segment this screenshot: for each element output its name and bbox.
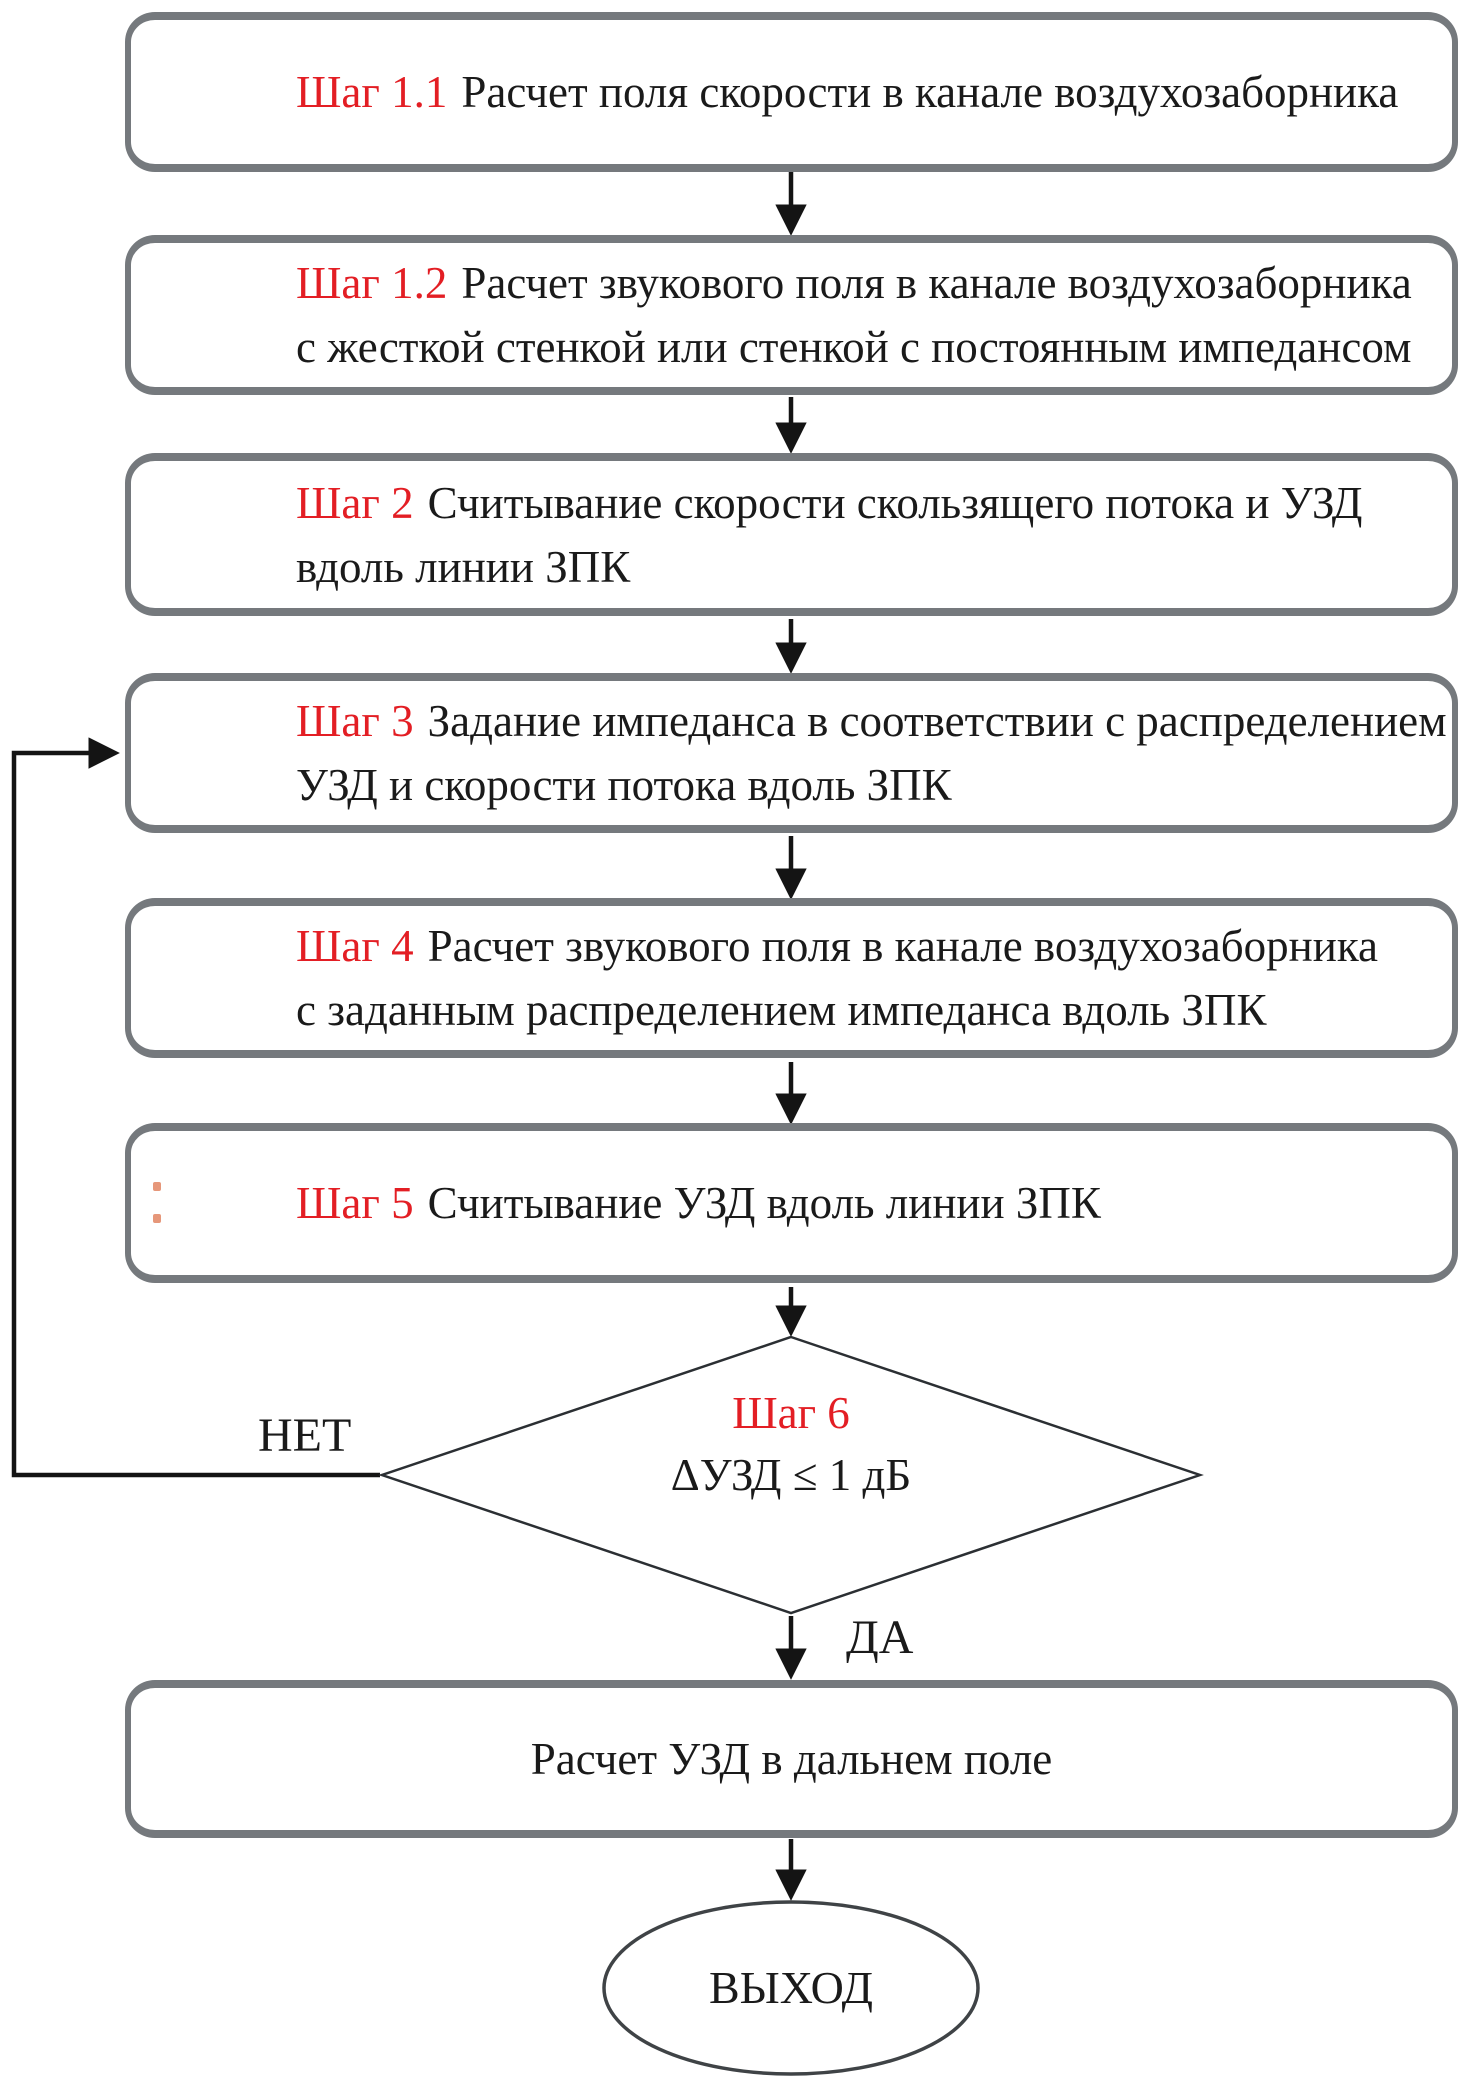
edge-label-yes: ДА bbox=[846, 1611, 914, 1664]
step-text: Расчет поля скорости в канале воздухозаб… bbox=[461, 67, 1399, 117]
process-box-step-1-1: Шаг 1.1 Расчет поля скорости в канале воз… bbox=[125, 12, 1458, 172]
step-label: Шаг 6 bbox=[391, 1382, 1191, 1444]
process-box-text: Шаг 1.1 Расчет поля скорости в канале воз… bbox=[131, 60, 1452, 124]
process-box-step-2: Шаг 2 Считывание скорости скользящего пот… bbox=[125, 453, 1458, 616]
step-label: Шаг 1.1 bbox=[296, 67, 448, 117]
process-box-text: Шаг 2 Считывание скорости скользящего пот… bbox=[131, 471, 1452, 535]
terminator-ellipse-shape bbox=[602, 1900, 980, 2076]
process-box-far-field: Расчет УЗД в дальнем поле bbox=[125, 1680, 1458, 1838]
step-label: Шаг 3 bbox=[296, 696, 414, 746]
scan-artifact-mark bbox=[153, 1214, 161, 1223]
process-box-text: Расчет УЗД в дальнем поле bbox=[530, 1734, 1053, 1784]
step-label: Шаг 2 bbox=[296, 477, 414, 528]
feedback-line-no bbox=[11, 737, 380, 1478]
step-label-text: Шаг 6 bbox=[732, 1388, 850, 1438]
step-label: Шаг 1.2 bbox=[296, 258, 448, 308]
step-text: Задание импеданса в соответствии с распр… bbox=[427, 696, 1447, 746]
step-text: Расчет звукового поля в канале воздухоза… bbox=[461, 258, 1412, 308]
process-box-step-5: Шаг 5 Считывание УЗД вдоль линии ЗПК bbox=[125, 1123, 1458, 1283]
process-box-text: Шаг 5 Считывание УЗД вдоль линии ЗПК bbox=[131, 1171, 1452, 1235]
step-text: Расчет звукового поля в канале воздухоза… bbox=[427, 921, 1378, 971]
terminator-exit-text: ВЫХОД bbox=[709, 1962, 873, 2013]
edge-label-no: НЕТ bbox=[258, 1409, 352, 1462]
decision-diamond-text: Шаг 6 ΔУЗД ≤ 1 дБ bbox=[391, 1382, 1191, 1506]
step-label: Шаг 4 bbox=[296, 921, 414, 971]
process-box-step-1-2: Шаг 1.2 Расчет звукового поля в канале во… bbox=[125, 235, 1458, 395]
decision-condition: ΔУЗД ≤ 1 дБ bbox=[670, 1450, 912, 1500]
step-text: Считывание УЗД вдоль линии ЗПК bbox=[427, 1178, 1101, 1228]
process-box-text-line2: УЗД и скорости потока вдоль ЗПК bbox=[296, 760, 952, 810]
process-box-text: Шаг 4 Расчет звукового поля в канале возд… bbox=[131, 914, 1452, 978]
process-box-text: Шаг 1.2 Расчет звукового поля в канале во… bbox=[131, 251, 1452, 315]
decision-diamond-shape bbox=[378, 1335, 1204, 1615]
process-box-text: Шаг 3 Задание импеданса в соответствии с … bbox=[131, 689, 1452, 753]
process-box-step-3: Шаг 3 Задание импеданса в соответствии с … bbox=[125, 673, 1458, 833]
process-box-step-4: Шаг 4 Расчет звукового поля в канале возд… bbox=[125, 898, 1458, 1058]
process-box-text-line2: с жесткой стенкой или стенкой с постоянн… bbox=[296, 322, 1412, 372]
step-label: Шаг 5 bbox=[296, 1178, 414, 1228]
step-text: Считывание скорости скользящего потока и… bbox=[427, 477, 1363, 528]
process-box-text-line2: с заданным распределением импеданса вдол… bbox=[296, 985, 1267, 1035]
scan-artifact-mark bbox=[153, 1182, 161, 1191]
process-box-text-line2: вдоль линии ЗПК bbox=[296, 541, 631, 592]
